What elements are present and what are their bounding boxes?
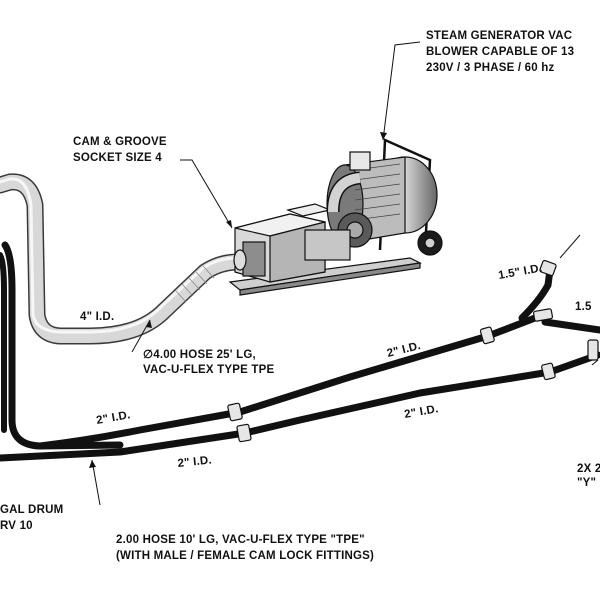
label-hose4-1: ∅4.00 HOSE 25' LG,	[143, 349, 256, 361]
label-cam-groove-1: CAM & GROOVE	[73, 136, 167, 148]
label-steam-generator-2: BLOWER CAPABLE OF 13	[426, 46, 574, 58]
diagram-labels: STEAM GENERATOR VAC BLOWER CAPABLE OF 13…	[0, 30, 600, 562]
label-hose2-2: (WITH MALE / FEMALE CAM LOCK FITTINGS)	[116, 550, 374, 562]
hose-4-inch	[0, 173, 247, 345]
label-id-2-mid: 2" I.D.	[403, 403, 439, 421]
label-cam-groove-2: SOCKET SIZE 4	[73, 152, 162, 164]
label-y-1: 2X 2	[577, 463, 600, 475]
label-steam-generator-3: 230V / 3 PHASE / 60 hz	[426, 62, 554, 74]
label-drum-2: RV 10	[0, 520, 33, 532]
label-hose2-1: 2.00 HOSE 10' LG, VAC-U-FLEX TYPE "TPE"	[116, 534, 365, 546]
label-id-2-left: 2" I.D.	[95, 409, 131, 427]
label-drum-1: GAL DRUM	[0, 504, 63, 516]
label-id-1-5-b: 1.5	[575, 301, 592, 313]
label-hose4-2: VAC-U-FLEX TYPE TPE	[143, 364, 275, 376]
label-id-4in: 4" I.D.	[80, 311, 114, 323]
label-y-2: "Y"	[577, 477, 596, 489]
leader-lines	[91, 41, 599, 506]
hose-couplings	[227, 259, 599, 443]
blower-skid	[228, 138, 443, 296]
label-id-1-5-a: 1.5" I.D.	[497, 262, 543, 282]
label-steam-generator-1: STEAM GENERATOR VAC	[426, 30, 572, 42]
leader-arrowheads	[89, 132, 387, 468]
label-id-2-lower: 2" I.D.	[177, 454, 212, 470]
